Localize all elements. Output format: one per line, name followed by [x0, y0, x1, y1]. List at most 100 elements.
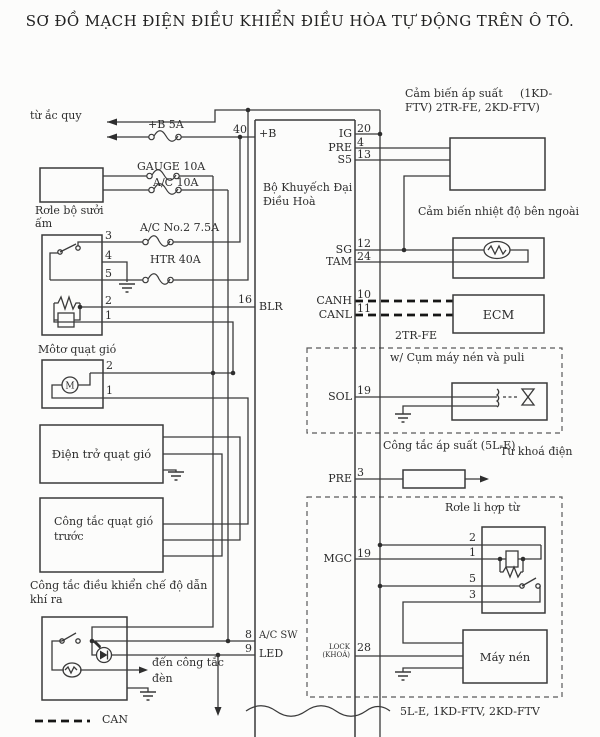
ecu-pin-num-9: 9 [245, 642, 252, 655]
relay-contact-stub2 [49, 252, 58, 280]
resistor-loop2-wire [163, 453, 223, 557]
fuse-icon [142, 273, 174, 285]
ecu-pin-num-28: 28 [357, 641, 371, 654]
heater-relay-label2: ấm [35, 217, 53, 230]
fan-switch-label: Công tắc quạt gió [54, 515, 154, 528]
compressor-label: Máy nén [479, 649, 531, 664]
clutch-pin-1: 1 [469, 546, 476, 559]
junction-dot [225, 638, 231, 644]
relay-pin-1: 1 [105, 309, 112, 322]
compressor-assy-label: w/ Cụm máy nén và puli [390, 351, 525, 364]
junction-dot [77, 304, 83, 310]
fan-switch-box [39, 497, 164, 573]
ecu-pin-name-blr: BLR [259, 300, 283, 313]
clutch-pin-2: 2 [469, 531, 476, 544]
to-light-switch-label: đến công tắc [152, 656, 224, 669]
ecu-pin-num-24: 24 [357, 250, 371, 263]
ecu-pin-num-11: 11 [357, 302, 371, 315]
can-legend-label: CAN [102, 713, 128, 726]
ecu-pin-name-lock: LOCK [329, 643, 350, 651]
acno2-fuse-wire [102, 137, 241, 243]
ecu-pin-num-19b: 19 [357, 547, 371, 560]
fan-motor-label: Môtơ quạt gió [38, 343, 117, 356]
engines-bottom-label: 5L-E, 1KD-FTV, 2KD-FTV [400, 705, 540, 718]
temp-sensor-box [452, 237, 545, 279]
clutch-pin-3: 3 [469, 588, 476, 601]
heater-relay-box [41, 234, 103, 336]
fuse-icon [146, 169, 180, 181]
ecm-label: ECM [482, 306, 515, 322]
ecu-pin-name-ig: IG [338, 127, 352, 140]
ground-icon [168, 471, 184, 481]
clutch-relay-box [481, 526, 546, 614]
fan-motor-box [41, 359, 104, 409]
relay-pin-5: 5 [105, 267, 112, 280]
clutch-relay-dashed-box [306, 496, 563, 698]
arrow-down-icon [214, 707, 222, 716]
ground-icon [395, 671, 411, 681]
relay-pin-2: 2 [105, 294, 112, 307]
junction-dot [230, 370, 236, 376]
thermistor-icon [483, 240, 511, 260]
ecu-pin-name-canh: CANH [316, 294, 352, 307]
pressure-sensor-box [449, 137, 546, 191]
from-ignition-label: Từ khoá điện [500, 445, 573, 458]
motor-pin-2: 2 [106, 359, 113, 372]
page-break-wave [245, 705, 391, 717]
ecu-pin-num-3: 3 [357, 466, 364, 479]
ground-icon [140, 691, 156, 701]
solenoid-coil-icon [495, 388, 518, 408]
engine-2tr-label: 2TR-FE [395, 329, 437, 342]
led-arrow-icon [93, 641, 101, 649]
pressure-switch-label: Công tắc áp suất (5L-E) [383, 439, 516, 452]
heater-relay-block-box [39, 167, 104, 203]
clutch-pin3-wire [402, 586, 541, 644]
pressure-sensor-label2: FTV) 2TR-FE, 2KD-FTV) [405, 101, 540, 114]
clutch-coil-icon [505, 550, 519, 568]
contact-icons [57, 245, 541, 644]
ecu-pin-name-canl: CANL [318, 308, 352, 321]
battery-top-bus-wire [107, 109, 380, 123]
junction-dot [497, 556, 503, 562]
junction-dot [377, 542, 383, 548]
can-bus-lines [35, 299, 453, 723]
fuse-gauge-label: GAUGE 10A [137, 160, 206, 173]
relay-coil-icon [57, 312, 75, 328]
sensor-return-wire [403, 175, 450, 250]
ecu-pin-name-s5: S5 [337, 153, 352, 166]
resistor-loop1-wire [163, 436, 241, 541]
pressure-switch-box [402, 469, 466, 489]
ecu-pin-num-4: 4 [357, 136, 364, 149]
ecu-pin-num-12: 12 [357, 237, 371, 250]
fuse-icon [142, 235, 174, 247]
ecu-pin-num-16: 16 [238, 293, 252, 306]
fuse-ac10-label: A/C 10A [153, 176, 199, 189]
junction-dot [377, 583, 383, 589]
fan-motor-pin1-wire [51, 384, 249, 525]
fuse-acno2-label: A/C No.2 7.5A [140, 221, 220, 234]
fan-motor-terminal-wire [78, 373, 91, 386]
ecu-pin-name-pre: PRE [328, 141, 352, 154]
mode-switch-label: Công tắc điều khiển chế độ dẫn [30, 579, 208, 592]
ecu-pin-name-acsw: A/C SW [259, 630, 298, 641]
fuse-icon [148, 130, 182, 142]
pressure-sensor-label: Cảm biến áp suất [405, 87, 503, 100]
compressor-pulley-box [451, 382, 548, 421]
clutch-resistor-icon [500, 565, 523, 579]
pressure-sensor-label-b: (1KD- [520, 87, 553, 100]
page-title: SƠ ĐỒ MẠCH ĐIỆN ĐIỀU KHIỂN ĐIỀU HÒA TỰ Đ… [25, 12, 575, 30]
junction-dot [237, 134, 243, 140]
fuse-icons [142, 130, 182, 285]
junction-dot [245, 107, 251, 113]
ecm-box [452, 294, 545, 334]
arrow-icons [93, 118, 489, 716]
junction-dot [215, 652, 221, 658]
ecu-pin-name-pre3: PRE [328, 472, 352, 485]
ecu-name: Bộ Khuyếch Đại [263, 181, 353, 194]
junction-dot [401, 247, 407, 253]
fan-resistor-label: Điện trở quạt gió [51, 447, 152, 461]
relay-pin1-wire [53, 303, 234, 373]
arrow-left-icon [107, 118, 117, 126]
arrow-right-icon [139, 666, 148, 674]
